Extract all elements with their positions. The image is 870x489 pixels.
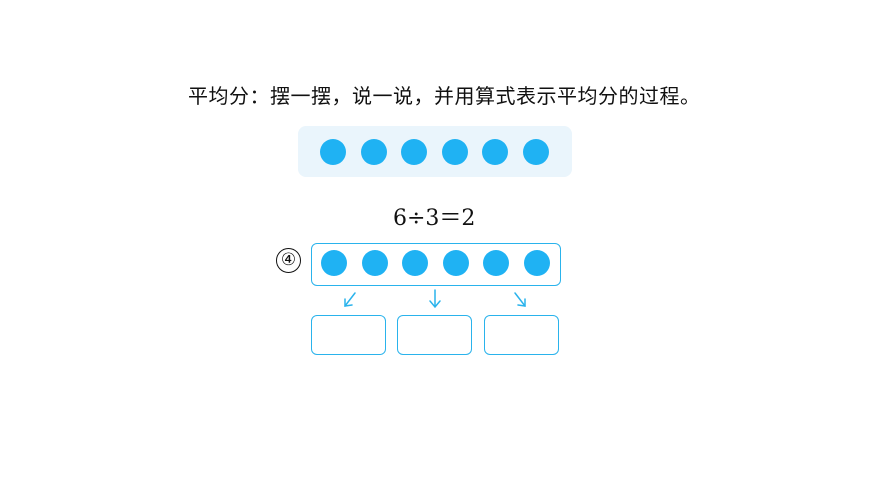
counter-dot[interactable]: [482, 139, 508, 165]
group-dot[interactable]: [483, 250, 509, 276]
group-dot[interactable]: [361, 250, 388, 276]
division-equation: 6÷3＝2: [393, 206, 476, 231]
answer-box-1[interactable]: [311, 315, 386, 355]
counter-dot[interactable]: [360, 139, 387, 165]
problem-number: ④: [276, 248, 301, 273]
counter-dot[interactable]: [441, 139, 468, 165]
instruction-text: 平均分：摆一摆，说一说，并用算式表示平均分的过程。: [188, 84, 701, 108]
answer-box-2[interactable]: [397, 315, 472, 355]
group-dot[interactable]: [523, 250, 550, 276]
arrow-down-right-icon: [514, 292, 526, 307]
counter-dot[interactable]: [401, 139, 427, 165]
dot-group-box: [311, 243, 561, 286]
arrow-down-icon: [429, 289, 441, 309]
arrow-down-left-icon: [344, 292, 356, 307]
group-dot-row: [321, 250, 550, 276]
counter-tray: [298, 126, 572, 177]
tray-dot-row: [320, 139, 549, 165]
group-dot[interactable]: [442, 250, 469, 276]
counter-dot[interactable]: [320, 139, 346, 165]
answer-box-3[interactable]: [484, 315, 559, 355]
counter-dot[interactable]: [522, 139, 549, 165]
group-dot[interactable]: [321, 250, 347, 276]
group-dot[interactable]: [402, 250, 428, 276]
